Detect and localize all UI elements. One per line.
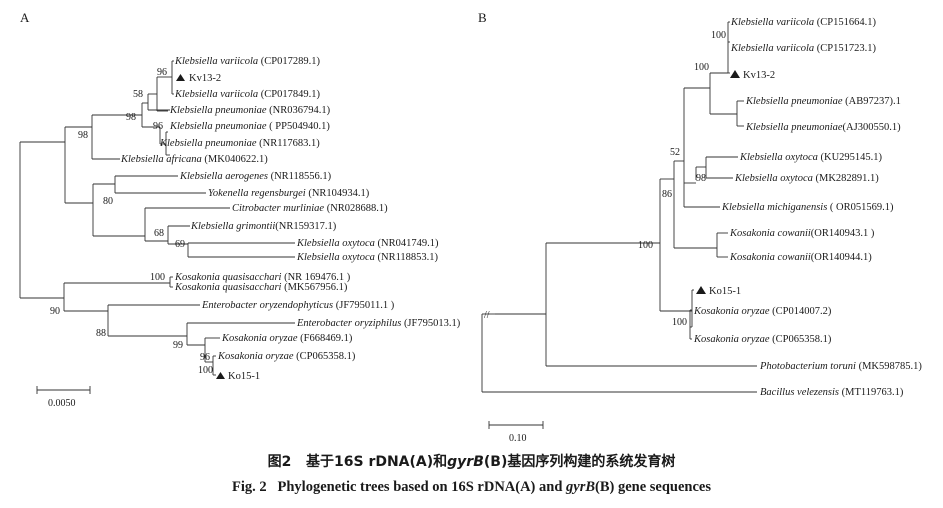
caption-gene-en: gyrB [566, 479, 596, 495]
taxon-b-14: Photobacterium toruni (MK598785.1) [759, 361, 922, 372]
panel-a-label: A [20, 10, 30, 25]
taxon-b-6: Klebsiella oxytoca (KU295145.1) [739, 152, 883, 163]
taxon-a-4: Klebsiella pneumoniae (NR036794.1) [169, 105, 331, 116]
bootstrap-value: 88 [96, 328, 106, 339]
panel-b-label: B [478, 10, 487, 25]
scale-label: 0.0050 [48, 398, 76, 409]
caption-gene-cn: gyrB [447, 454, 484, 470]
taxon-b-7: Klebsiella oxytoca (MK282891.1) [734, 173, 879, 184]
panel-a: A [19, 10, 461, 409]
bootstrap-value: 99 [173, 340, 183, 351]
bootstrap-value: 52 [670, 147, 680, 158]
taxon-a-12: Klebsiella oxytoca (NR041749.1) [296, 238, 439, 249]
taxon-a-14: Kosakonia quasisacchari (NR 169476.1 ) [174, 272, 351, 283]
panel-a-taxa: Klebsiella variicola (CP017289.1) Kv13-2… [120, 56, 461, 382]
taxon-a-15: Kosakonia quasisacchari (MK567956.1) [174, 282, 348, 293]
panel-a-branches [19, 60, 295, 376]
caption-figure-number-cn: 图2 [267, 454, 292, 470]
bootstrap-value: 98 [78, 130, 88, 141]
taxon-b-8: Klebsiella michiganensis ( OR051569.1) [721, 202, 894, 213]
bootstrap-value: 96 [157, 67, 167, 78]
taxon-a-7: Klebsiella africana (MK040622.1) [120, 154, 268, 165]
taxon-a-9: Yokenella regensburgei (NR104934.1) [208, 188, 370, 199]
taxon-b-4: Klebsiella pneumoniae (AB97237).1 [745, 96, 901, 107]
taxon-b-11: Ko15-1 [709, 286, 741, 297]
taxon-b-13: Kosakonia oryzae (CP065358.1) [693, 334, 832, 345]
taxon-a-18: Kosakonia oryzae (F668469.1) [221, 333, 353, 344]
bootstrap-value: 98 [696, 173, 706, 184]
bootstrap-value: 69 [175, 239, 185, 250]
taxon-a-17: Enterobacter oryziphilus (JF795013.1) [296, 318, 461, 329]
panel-b-bootstrap: 100 100 52 98 86 100 100 [638, 30, 726, 328]
bootstrap-value: 86 [662, 189, 672, 200]
taxon-a-16: Enterobacter oryzendophyticus (JF795011.… [201, 300, 395, 311]
branch-break-mark: // [484, 310, 490, 321]
taxon-a-11: Klebsiella grimontii(NR159317.1) [190, 221, 337, 232]
taxon-a-20: Ko15-1 [228, 371, 260, 382]
bootstrap-value: 80 [103, 196, 113, 207]
bootstrap-value: 100 [711, 30, 726, 41]
panel-b-taxa: Klebsiella variicola (CP151664.1) Klebsi… [693, 17, 922, 398]
taxon-b-15: Bacillus velezensis (MT119763.1) [760, 387, 904, 398]
taxon-a-8: Klebsiella aerogenes (NR118556.1) [179, 171, 332, 182]
marker-triangle-icon [696, 286, 706, 294]
taxon-a-1: Klebsiella variicola (CP017289.1) [174, 56, 320, 67]
taxon-b-2: Klebsiella variicola (CP151723.1) [730, 43, 876, 54]
bootstrap-value: 68 [154, 228, 164, 239]
caption-figure-number-en: Fig. 2 [231, 479, 267, 495]
bootstrap-value: 100 [672, 317, 687, 328]
caption-text-cn-end: (B)基因序列构建的系统发育树 [483, 454, 676, 470]
taxon-a-13: Klebsiella oxytoca (NR118853.1) [296, 252, 439, 263]
bootstrap-value: 58 [133, 89, 143, 100]
caption-text-cn: 基于16S rDNA(A)和 [306, 454, 448, 470]
marker-triangle-icon [216, 372, 225, 379]
bootstrap-value: 100 [198, 365, 213, 376]
taxon-b-5: Klebsiella pneumoniae(AJ300550.1) [745, 122, 901, 133]
marker-triangle-icon [176, 74, 185, 81]
marker-triangle-icon [730, 70, 740, 78]
taxon-a-2: Kv13-2 [189, 73, 221, 84]
bootstrap-value: 100 [150, 272, 165, 283]
taxon-a-5: Klebsiella pneumoniae ( PP504940.1) [169, 121, 330, 132]
bootstrap-value: 96 [153, 121, 163, 132]
figure-captions: 图2 基于16S rDNA(A)和gyrB(B)基因序列构建的系统发育树 Fig… [0, 452, 943, 498]
taxon-a-6: Klebsiella pneumoniae (NR117683.1) [159, 138, 320, 149]
caption-chinese: 图2 基于16S rDNA(A)和gyrB(B)基因序列构建的系统发育树 [0, 452, 943, 472]
panel-a-scale-bar: 0.0050 [36, 386, 91, 409]
panel-b: B // [478, 10, 922, 444]
taxon-b-10: Kosakonia cowanii(OR140944.1) [729, 252, 872, 263]
scale-label: 0.10 [509, 433, 527, 444]
panel-b-scale-bar: 0.10 [488, 421, 544, 444]
caption-text-en: Phylogenetic trees based on 16S rDNA(A) … [277, 479, 563, 495]
taxon-b-9: Kosakonia cowanii(OR140943.1 ) [729, 228, 875, 239]
caption-english: Fig. 2 Phylogenetic trees based on 16S r… [0, 476, 943, 498]
taxon-a-10: Citrobacter murliniae (NR028688.1) [232, 203, 388, 214]
taxon-a-3: Klebsiella variicola (CP017849.1) [174, 89, 320, 100]
caption-text-en-end: (B) gene sequences [595, 479, 712, 495]
taxon-b-12: Kosakonia oryzae (CP014007.2) [693, 306, 832, 317]
bootstrap-value: 100 [638, 240, 653, 251]
bootstrap-value: 100 [694, 62, 709, 73]
panel-a-bootstrap: 96 58 98 96 98 80 68 69 100 90 88 99 96 … [50, 67, 213, 376]
bootstrap-value: 98 [126, 112, 136, 123]
taxon-a-19: Kosakonia oryzae (CP065358.1) [217, 351, 356, 362]
bootstrap-value: 90 [50, 306, 60, 317]
taxon-b-1: Klebsiella variicola (CP151664.1) [730, 17, 876, 28]
taxon-b-3: Kv13-2 [743, 70, 775, 81]
bootstrap-value: 96 [200, 352, 210, 363]
panel-b-branches: // [481, 21, 757, 393]
